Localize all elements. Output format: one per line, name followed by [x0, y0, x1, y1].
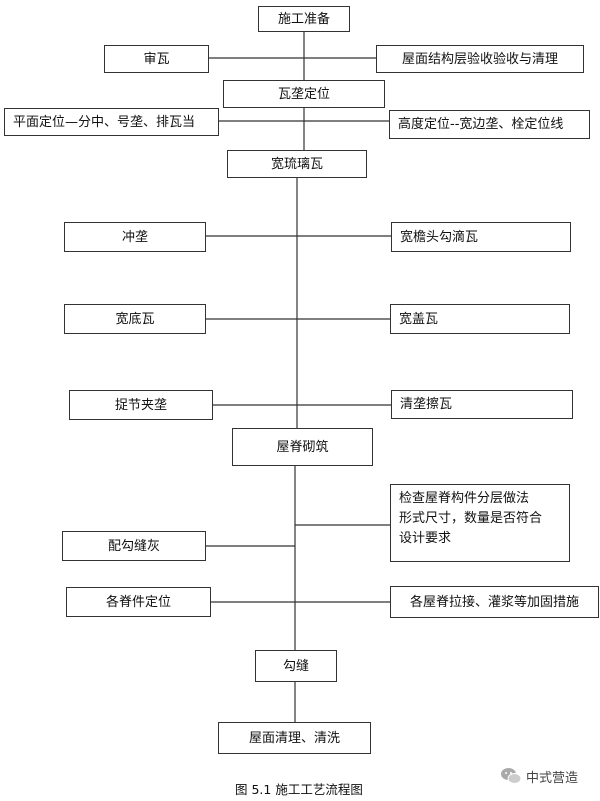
node-height-layout: 高度定位--宽边垄、栓定位线: [389, 110, 590, 139]
node-ridge-parts: 各脊件定位: [66, 587, 211, 617]
node-pointing-mortar: 配勾缝灰: [62, 531, 206, 561]
node-ridge-build: 屋脊砌筑: [232, 428, 373, 466]
node-joint: 勾缝: [255, 650, 337, 682]
check-ridge-line-1: 检查屋脊构件分层做法: [399, 491, 530, 506]
node-glazed-tiles: 宽琉璃瓦: [227, 150, 367, 178]
node-roof-acceptance: 屋面结构层验收验收与清理: [376, 45, 584, 73]
watermark-text: 中式营造: [526, 770, 579, 786]
check-ridge-line-3: 设计要求: [399, 531, 452, 546]
watermark: 中式营造: [500, 766, 578, 786]
node-reinforce: 各屋脊拉接、灌浆等加固措施: [390, 586, 599, 618]
node-plane-layout: 平面定位—分中、号垄、排瓦当: [4, 108, 219, 136]
check-ridge-line-2: 形式尺寸，数量是否符合: [399, 511, 543, 526]
node-bottom-tiles: 宽底瓦: [64, 304, 206, 334]
wechat-icon: [501, 768, 522, 784]
node-start: 施工准备: [258, 6, 350, 32]
node-ridge-wash: 冲垄: [64, 222, 206, 252]
node-review-tiles: 审瓦: [104, 45, 209, 73]
node-finish: 屋面清理、清洗: [218, 722, 371, 754]
node-check-ridge: 检查屋脊构件分层做法 形式尺寸，数量是否符合 设计要求: [390, 484, 570, 562]
node-tile-layout: 瓦垄定位: [223, 80, 385, 108]
node-clean-ridge: 清垄擦瓦: [391, 390, 573, 419]
figure-caption: 图 5.1 施工工艺流程图: [235, 782, 363, 797]
node-cover-tiles: 宽盖瓦: [390, 304, 570, 334]
node-clip-ridge: 捉节夹垄: [69, 390, 213, 420]
node-eave-tiles: 宽檐头勾滴瓦: [391, 222, 571, 252]
